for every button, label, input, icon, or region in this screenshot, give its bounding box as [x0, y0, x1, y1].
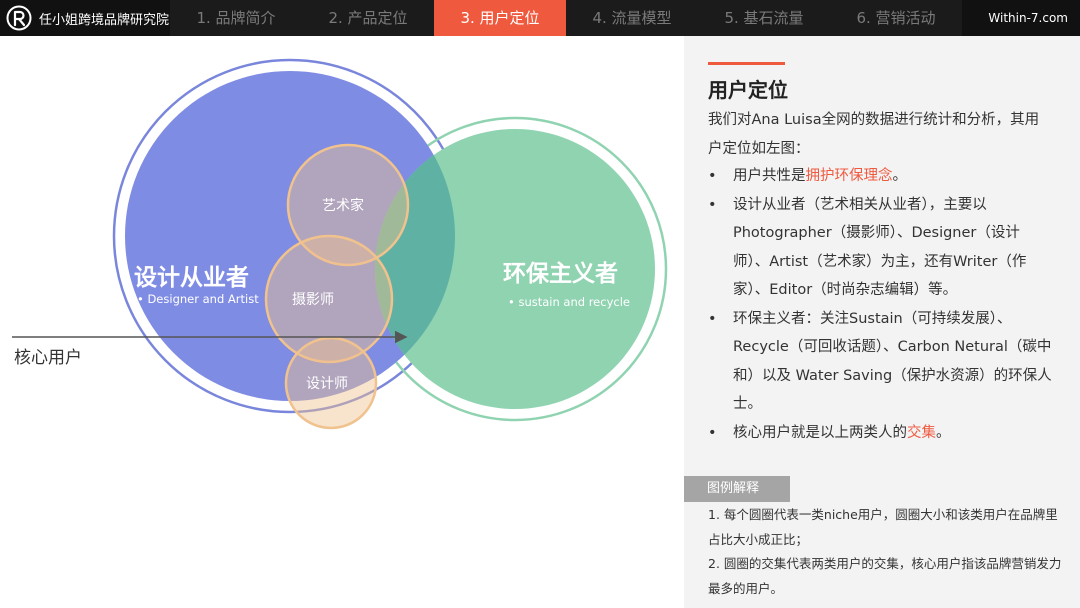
tab-marketing[interactable]: 6. 营销活动 [830, 0, 962, 36]
bullet-text: 用户共性是 [733, 168, 806, 184]
niche-circle-photographer[interactable] [264, 234, 394, 364]
tab-base-traffic[interactable]: 5. 基石流量 [698, 0, 830, 36]
top-nav-bar: 任小姐跨境品牌研究院 1. 品牌简介 2. 产品定位 3. 用户定位 4. 流量… [0, 0, 1080, 36]
description-panel: 用户定位 我们对Ana Luisa全网的数据进行统计和分析，其用户定位如左图： … [684, 36, 1080, 608]
right-circle-title: 环保主义者 [503, 261, 618, 287]
tab-traffic-model[interactable]: 4. 流量模型 [566, 0, 698, 36]
niche-label-artist: 艺术家 [322, 198, 364, 214]
left-circle[interactable] [125, 71, 455, 401]
right-circle-subtitle: • sustain and recycle [508, 295, 630, 309]
bullet-text: 设计从业者（艺术相关从业者），主要以Photographer（摄影师）、Desi… [733, 196, 1027, 299]
section-tabs: 1. 品牌简介 2. 产品定位 3. 用户定位 4. 流量模型 5. 基石流量 … [170, 0, 962, 36]
bullet-highlight: 拥护环保理念 [805, 168, 893, 184]
brand-name: 任小姐跨境品牌研究院 [39, 12, 170, 28]
core-user-label: 核心用户 [14, 348, 82, 368]
legend-body: 1. 每个圆圈代表一类niche用户，圆圈大小和该类用户在品牌里占比大小成正比；… [708, 503, 1063, 601]
accent-line [708, 62, 785, 65]
bullet-item: 设计从业者（艺术相关从业者），主要以Photographer（摄影师）、Desi… [706, 191, 1054, 305]
niche-circle-artist[interactable] [286, 143, 410, 267]
brand[interactable]: 任小姐跨境品牌研究院 [6, 5, 169, 31]
bullet-text: 核心用户就是以上两类人的 [733, 424, 907, 441]
bullet-list: 用户共性是拥护环保理念。 设计从业者（艺术相关从业者），主要以Photograp… [706, 162, 1054, 447]
niche-label-photographer: 摄影师 [292, 292, 334, 308]
venn-diagram: 设计从业者 • Designer and Artist 环保主义者 • sust… [0, 36, 684, 608]
legend-line: 1. 每个圆圈代表一类niche用户，圆圈大小和该类用户在品牌里占比大小成正比； [708, 507, 1058, 547]
bullet-text-end: 。 [936, 424, 951, 441]
tab-user-positioning[interactable]: 3. 用户定位 [434, 0, 566, 36]
niche-label-designer: 设计师 [306, 376, 348, 392]
tab-brand-intro[interactable]: 1. 品牌简介 [170, 0, 302, 36]
niche-circle-designer[interactable] [284, 336, 378, 430]
brand-logo-icon [6, 5, 32, 31]
right-circle-subtitle-text: sustain and recycle [518, 295, 630, 309]
legend-tag: 图例解释 [684, 476, 790, 502]
panel-intro: 我们对Ana Luisa全网的数据进行统计和分析，其用户定位如左图： [708, 112, 1040, 157]
bullet-highlight: 交集 [907, 424, 936, 441]
tab-product-positioning[interactable]: 2. 产品定位 [302, 0, 434, 36]
site-link[interactable]: Within-7.com [988, 11, 1068, 25]
bullet-item: 环保主义者：关注Sustain（可持续发展）、Recycle（可回收话题）、Ca… [706, 305, 1054, 419]
legend-line: 2. 圆圈的交集代表两类用户的交集，核心用户指该品牌营销发力最多的用户。 [708, 556, 1062, 596]
left-circle-title: 设计从业者 [134, 265, 249, 291]
left-circle-subtitle: • Designer and Artist [137, 292, 259, 306]
bullet-item: 核心用户就是以上两类人的交集。 [706, 419, 1054, 448]
bullet-text-end: 。 [892, 168, 908, 184]
bullet-text: 环保主义者：关注Sustain（可持续发展）、Recycle（可回收话题）、Ca… [733, 310, 1052, 413]
panel-title: 用户定位 [708, 78, 788, 102]
left-circle-subtitle-text: Designer and Artist [147, 292, 259, 306]
bullet-item: 用户共性是拥护环保理念。 [706, 162, 1054, 191]
